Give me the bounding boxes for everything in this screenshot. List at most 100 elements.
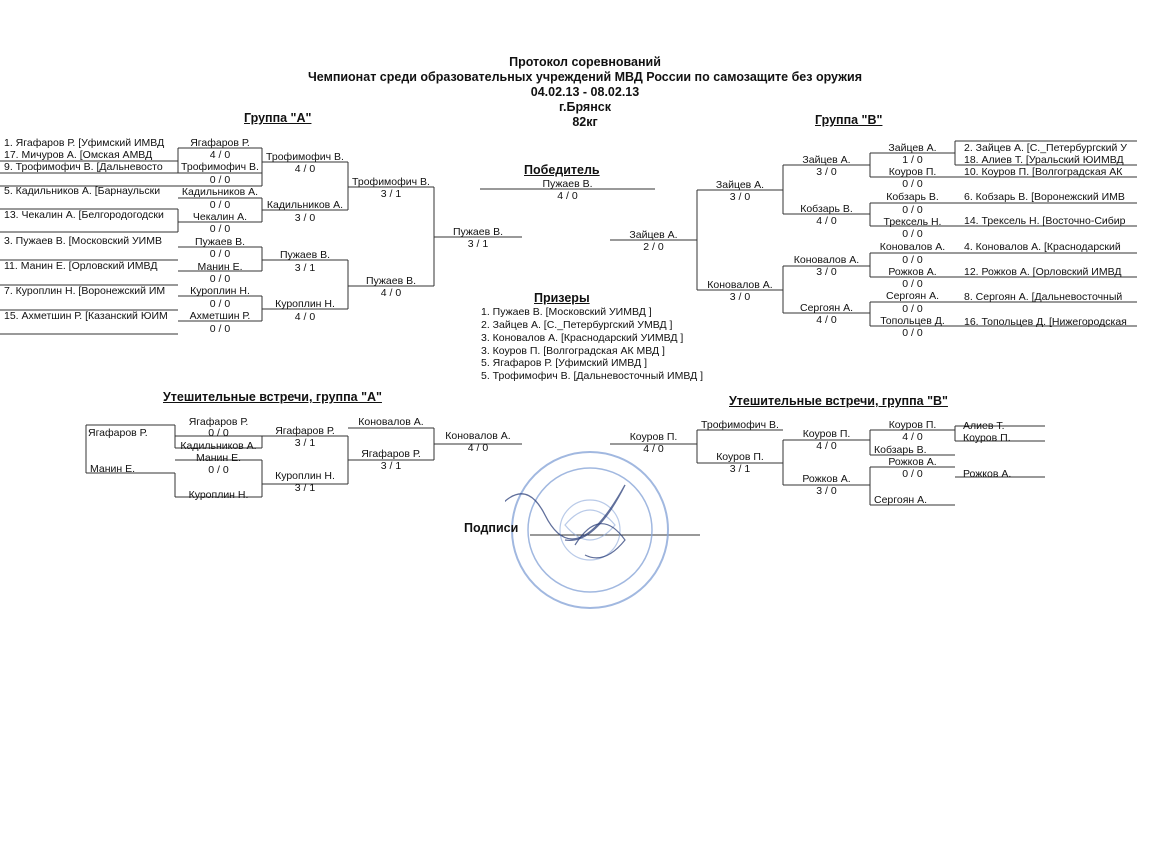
a-r1-name-5: Пужаев В. (194, 236, 246, 248)
signatures-label: Подписи (464, 521, 519, 535)
prizer-2: 2. Зайцев А. [С._Петербургский УМВД ] (481, 319, 673, 331)
cons-a-r2-name-1: Ягафаров Р. (275, 425, 335, 437)
a-r2-name-1: Трофимофич В. (266, 151, 344, 163)
cons-b-r2-name-2: Рожков А. (802, 473, 851, 485)
cons-a-r1-name-4: Куроплин Н. (188, 489, 249, 501)
cons-b-r2-score-2: 3 / 0 (816, 485, 837, 497)
a-r1-name-8: Ахметшин Р. (189, 310, 251, 322)
prizer-5a: 5. Ягафаров Р. [Уфимский ИМВД ] (481, 357, 648, 369)
cons-a-seed-top: Ягафаров Р. (88, 427, 148, 439)
a-final-name: Пужаев В. (452, 226, 504, 238)
a-r1-score-8: 0 / 0 (209, 323, 231, 335)
prizers-heading: Призеры (534, 291, 590, 305)
b-r1-name-7: Сергоян А. (885, 290, 940, 302)
a-r1-name-4: Чекалин А. (192, 211, 248, 223)
cons-b-r3-bottom-name: Коуров П. (716, 451, 764, 463)
cons-a-r1-name-2: Кадильников А. (180, 440, 257, 452)
city: г.Брянск (559, 100, 611, 114)
a-r3-score-2: 4 / 0 (380, 287, 402, 299)
cons-b-r1-name-1: Коуров П. (888, 419, 937, 431)
a-r2-name-4: Куроплин Н. (275, 298, 335, 310)
cons-a-seed-bottom: Манин Е. (90, 463, 136, 475)
b-r1-score-3: 0 / 0 (902, 204, 923, 216)
entrant-a-17: 17. Мичуров А. [Омская АМВД (4, 149, 153, 161)
a-r1-score-4: 0 / 0 (209, 223, 231, 235)
entrant-b-18: 18. Алиев Т. [Уральский ЮИМВД (964, 154, 1124, 166)
prizer-3a: 3. Коновалов А. [Краснодарский УИМВД ] (481, 332, 684, 344)
cons-b-r1-score-3: 0 / 0 (902, 468, 923, 480)
entrant-a-15: 15. Ахметшин Р. [Казанский ЮИМ (4, 310, 168, 322)
dates: 04.02.13 - 08.02.13 (530, 85, 640, 99)
cons-b-r1-name-4: Сергоян А. (874, 494, 928, 506)
a-r2-score-4: 4 / 0 (294, 311, 316, 323)
b-r2-name-3: Коновалов А. (793, 254, 860, 266)
b-r1-name-4: Трексель Н. (883, 216, 942, 228)
b-r1-score-2: 0 / 0 (902, 178, 923, 190)
b-r1-name-2: Коуров П. (888, 166, 937, 178)
official-stamp-icon (505, 451, 669, 609)
b-r2-name-1: Зайцев А. (802, 154, 851, 166)
cons-a-r2-name-2: Куроплин Н. (275, 470, 335, 482)
cons-a-r2-score-1: 3 / 1 (294, 437, 316, 449)
cons-b-r1-name-2: Кобзарь В. (874, 444, 927, 456)
winner-heading: Победитель (524, 163, 600, 177)
a-r1-name-1: Ягафаров Р. (190, 137, 250, 149)
a-r1-score-7: 0 / 0 (209, 298, 231, 310)
b-r2-name-4: Сергоян А. (799, 302, 854, 314)
b-r1-score-5: 0 / 0 (902, 254, 923, 266)
a-r2-name-2: Кадильников А. (266, 199, 344, 211)
b-r1-name-5: Коновалов А. (879, 241, 946, 253)
a-r1-score-3: 0 / 0 (209, 199, 231, 211)
cons-b-seed-top-b: Коуров П. (963, 432, 1011, 444)
cons-a-r1-name-1: Ягафаров Р. (188, 416, 249, 428)
a-r1-score-2: 0 / 0 (209, 174, 231, 186)
cons-b-r2-score-1: 4 / 0 (816, 440, 837, 452)
a-r2-score-3: 3 / 1 (294, 262, 316, 274)
a-r1-name-3: Кадильников А. (181, 186, 259, 198)
entrant-b-14: 14. Трексель Н. [Восточно-Сибир (964, 215, 1126, 227)
b-r1-name-8: Топольцев Д. (880, 315, 945, 327)
a-r2-name-3: Пужаев В. (279, 249, 331, 261)
championship-title: Чемпионат среди образовательных учрежден… (308, 70, 862, 84)
cons-b-final-name: Коуров П. (629, 431, 678, 443)
b-r3-name-2: Коновалов А. (707, 279, 773, 291)
b-r2-name-2: Кобзарь В. (800, 203, 853, 215)
b-r2-score-2: 4 / 0 (816, 215, 837, 227)
b-final-score: 2 / 0 (643, 241, 664, 253)
entrant-a-9: 9. Трофимофич В. [Дальневосто (4, 161, 163, 173)
cons-b-r2-name-1: Коуров П. (802, 428, 851, 440)
entrant-b-10: 10. Коуров П. [Волгоградская АК (964, 166, 1123, 178)
entrant-a-13: 13. Чекалин А. [Белгородогодски (4, 209, 164, 221)
entrant-a-1: 1. Ягафаров Р. [Уфимский ИМВД (4, 137, 165, 149)
winner-score: 4 / 0 (557, 190, 578, 202)
prizer-3b: 3. Коуров П. [Волгоградская АК МВД ] (481, 345, 665, 357)
entrant-b-12: 12. Рожков А. [Орловский ИМВД (964, 266, 1122, 278)
cons-a-final-name: Коновалов А. (445, 430, 511, 442)
cons-a-r1-name-3: Манин Е. (195, 452, 241, 464)
cons-b-r3-top-name: Трофимофич В. (701, 419, 779, 431)
protocol-title: Протокол соревнований (509, 55, 661, 69)
entrant-a-7: 7. Куроплин Н. [Воронежский ИМ (4, 285, 166, 297)
b-r2-score-3: 3 / 0 (816, 266, 837, 278)
consolation-b-heading: Утешительные встречи, группа "В" (729, 394, 948, 408)
a-r1-name-6: Манин Е. (197, 261, 243, 273)
b-r1-score-6: 0 / 0 (902, 278, 923, 290)
entrant-b-4: 4. Коновалов А. [Краснодарский (964, 241, 1121, 253)
group-a-heading: Группа "А" (244, 111, 312, 125)
cons-b-final-score: 4 / 0 (643, 443, 664, 455)
b-r1-score-1: 1 / 0 (902, 154, 923, 166)
cons-b-seed-top-a: Алиев Т. (963, 420, 1005, 432)
a-r2-score-2: 3 / 0 (294, 212, 316, 224)
b-r1-score-4: 0 / 0 (902, 228, 923, 240)
cons-a-r1-score-1: 0 / 0 (208, 427, 229, 439)
a-r3-score-1: 3 / 1 (380, 188, 402, 200)
a-final-score: 3 / 1 (467, 238, 489, 250)
b-r3-score-2: 3 / 0 (729, 291, 751, 303)
cons-b-seed-bottom: Рожков А. (963, 468, 1012, 480)
prizer-1: 1. Пужаев В. [Московский УИМВД ] (481, 306, 652, 318)
a-r3-name-1: Трофимофич В. (352, 176, 430, 188)
b-r2-score-1: 3 / 0 (816, 166, 837, 178)
consolation-a-heading: Утешительные встречи, группа "А" (163, 390, 382, 404)
entrant-a-5: 5. Кадильников А. [Барнаульски (4, 185, 161, 197)
